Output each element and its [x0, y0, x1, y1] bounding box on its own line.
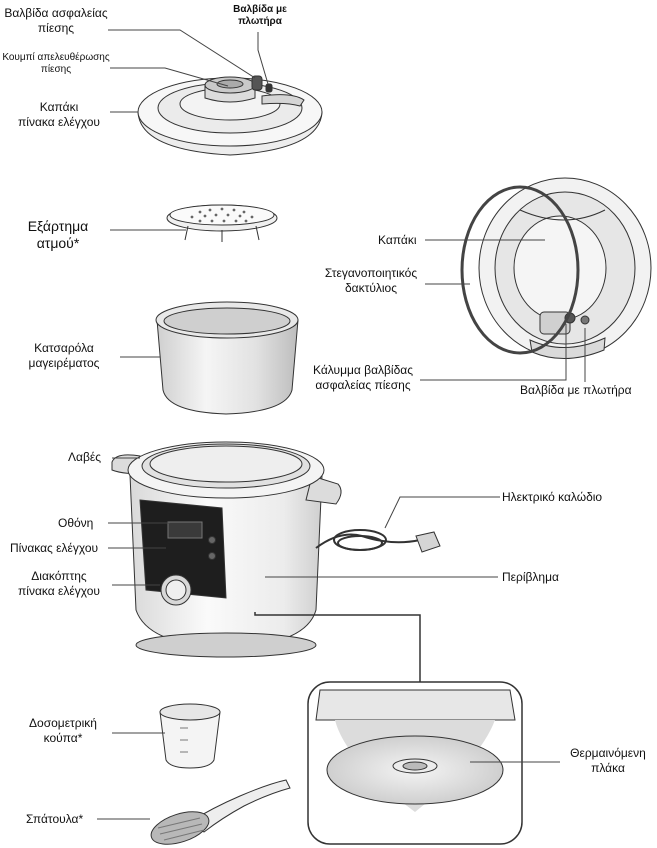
label-heating-plate: Θερμαινόμενη πλάκα [560, 746, 656, 776]
lid-drawing [460, 177, 652, 360]
label-line: Κατσαρόλα [34, 341, 94, 355]
label-line: Δοσομετρική [29, 716, 97, 730]
label-line: Θερμαινόμενη [570, 746, 646, 760]
label-line: ασφαλείας πίεσης [315, 378, 411, 392]
cooker-body-drawing [111, 441, 441, 658]
label-handles: Λαβές [68, 450, 101, 464]
label-line: Καπάκι [39, 100, 79, 114]
label-pressure-release-button: Κουμπί απελευθέρωσης πίεσης [2, 52, 110, 76]
spatula-drawing [150, 779, 291, 845]
label-line: πίεσης [40, 64, 72, 75]
label-line: πίεσης [37, 21, 75, 35]
label-steam-accessory: Εξάρτημα ατμού* [8, 218, 108, 252]
label-line: πίνακα ελέγχου [18, 584, 100, 598]
label-line: πλωτήρα [238, 16, 282, 27]
label-line: Κάλυμμα βαλβίδας [313, 363, 413, 377]
label-line: Κουμπί απελευθέρωσης [2, 52, 110, 63]
inset-connector [254, 612, 421, 682]
label-housing: Περίβλημα [502, 570, 559, 584]
steam-accessory-drawing [166, 204, 278, 242]
label-line: μαγειρέματος [28, 356, 100, 370]
label-lid: Καπάκι [378, 233, 417, 247]
label-power-cord: Ηλεκτρικό καλώδιο [502, 490, 603, 504]
label-line: Εξάρτημα [27, 218, 89, 234]
label-sealing-ring: Στεγανοποιητικός δακτύλιος [318, 266, 424, 296]
label-line: ατμού* [36, 235, 80, 251]
label-control-panel-switch: Διακόπτης πίνακα ελέγχου [6, 569, 112, 599]
cooking-pot-drawing [155, 301, 299, 415]
label-line: Βαλβίδα με [233, 4, 287, 15]
label-cooking-pot: Κατσαρόλα μαγειρέματος [8, 341, 120, 371]
label-safety-valve-top: Βαλβίδα ασφαλείας πίεσης [4, 6, 108, 36]
label-line: Διακόπτης [31, 569, 87, 583]
heating-plate-drawing [307, 681, 523, 845]
label-float-valve-top: Βαλβίδα με πλωτήρα [228, 4, 292, 28]
label-line: πίνακα ελέγχου [18, 115, 100, 129]
control-panel-lid-drawing [137, 75, 323, 156]
leader-lines [97, 29, 586, 820]
label-control-panel: Πίνακας ελέγχου [10, 541, 99, 555]
label-control-panel-lid: Καπάκι πίνακα ελέγχου [8, 100, 110, 130]
label-float-valve-side: Βαλβίδα με πλωτήρα [520, 383, 632, 397]
label-safety-valve-cover: Κάλυμμα βαλβίδας ασφαλείας πίεσης [306, 363, 420, 393]
label-measuring-cup: Δοσομετρική κούπα* [14, 716, 112, 746]
measuring-cup-drawing [159, 703, 221, 769]
label-display: Οθόνη [58, 516, 94, 530]
label-line: Βαλβίδα ασφαλείας [4, 6, 108, 20]
label-line: πλάκα [591, 761, 625, 775]
label-line: κούπα* [43, 731, 83, 745]
label-line: Στεγανοποιητικός [324, 266, 418, 280]
label-spatula: Σπάτουλα* [26, 812, 84, 826]
label-line: δακτύλιος [344, 281, 398, 295]
